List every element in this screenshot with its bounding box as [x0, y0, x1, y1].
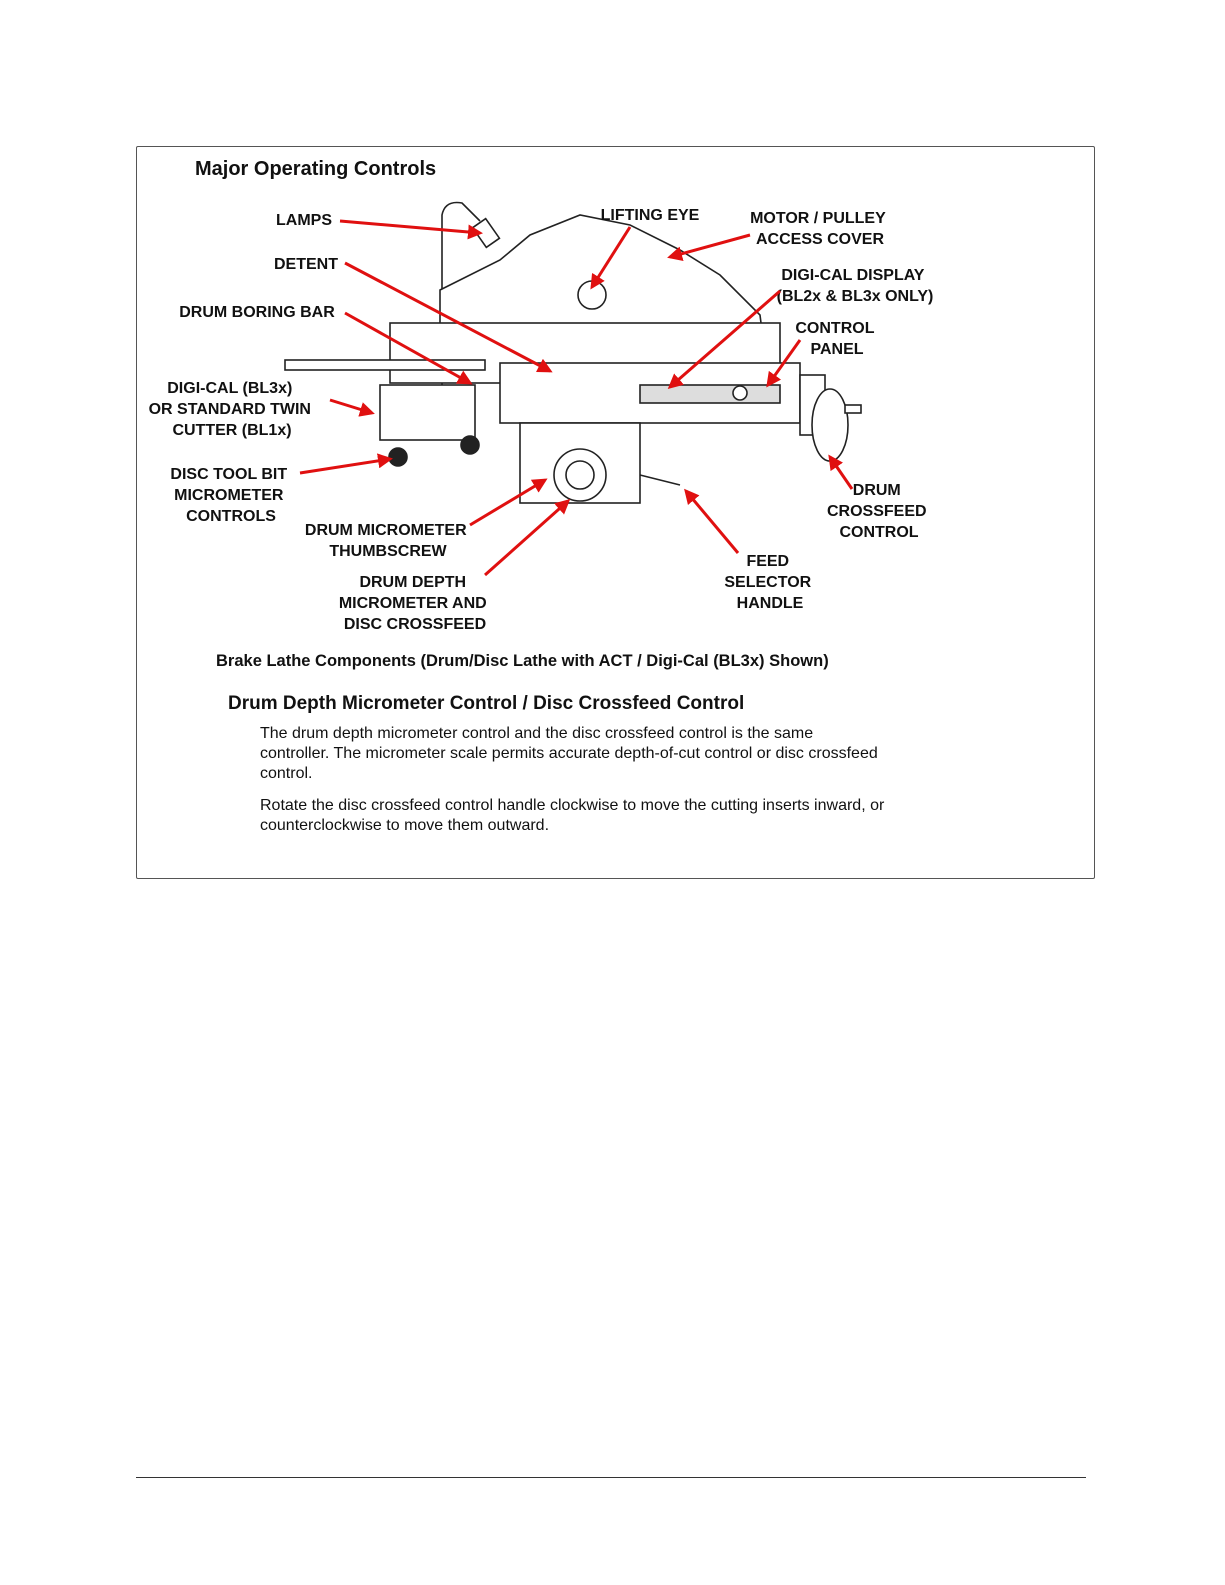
paragraph-2: Rotate the disc crossfeed control handle…	[260, 796, 885, 836]
label-feed-selector: FEED SELECTOR HANDLE	[724, 553, 815, 612]
label-digi-cal-display: DIGI-CAL DISPLAY (BL2x & BL3x ONLY)	[777, 267, 934, 305]
control-knob	[733, 386, 747, 400]
figure-caption: Brake Lathe Components (Drum/Disc Lathe …	[216, 652, 829, 671]
micrometer-hub	[566, 461, 594, 489]
twin-cutter-block	[380, 385, 475, 440]
label-detent: DETENT	[274, 256, 338, 273]
arrow-motor-cover	[670, 235, 750, 257]
arrow-drum-depth	[485, 501, 568, 575]
label-drum-thumbscrew: DRUM MICROMETER THUMBSCREW	[305, 522, 471, 560]
label-lifting-eye: LIFTING EYE	[601, 207, 700, 224]
label-drum-depth: DRUM DEPTH MICROMETER AND DISC CROSSFEED	[339, 574, 491, 633]
tool-bit-knob-2	[461, 436, 479, 454]
footer-rule	[136, 1477, 1086, 1478]
spindle-end	[845, 405, 861, 413]
feed-handle	[640, 475, 680, 485]
tool-bit-knob	[389, 448, 407, 466]
arrow-feed-selector	[686, 491, 738, 553]
arrow-lamps	[340, 221, 480, 233]
figure-heading: Major Operating Controls	[195, 158, 436, 181]
paragraph-1: The drum depth micrometer control and th…	[260, 724, 885, 784]
label-drum-boring-bar: DRUM BORING BAR	[179, 304, 335, 321]
arrow-twin-cutter	[330, 400, 372, 413]
label-motor-cover: MOTOR / PULLEY ACCESS COVER	[750, 210, 890, 248]
label-control-panel: CONTROL PANEL	[795, 320, 878, 358]
label-drum-crossfeed: DRUM CROSSFEED CONTROL	[827, 482, 931, 541]
label-lamps: LAMPS	[276, 212, 332, 229]
boring-bar	[285, 360, 485, 370]
section-title: Drum Depth Micrometer Control / Disc Cro…	[228, 693, 744, 715]
crossfeed-wheel	[812, 389, 848, 461]
arrow-drum-crossfeed	[830, 457, 852, 489]
label-twin-cutter: DIGI-CAL (BL3x) OR STANDARD TWIN CUTTER …	[149, 380, 316, 439]
arrow-disc-tool-bit	[300, 459, 390, 473]
digi-cal-panel	[640, 385, 780, 403]
lathe-diagram: LAMPS LIFTING EYE MOTOR / PULLEY ACCESS …	[140, 195, 1090, 645]
label-disc-tool-bit: DISC TOOL BIT MICROMETER CONTROLS	[170, 466, 291, 525]
